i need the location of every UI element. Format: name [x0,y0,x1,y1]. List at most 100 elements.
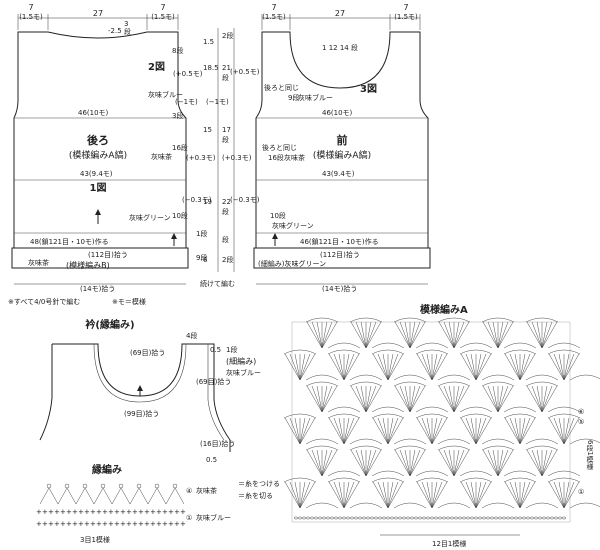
stitch-mark [509,481,521,509]
sc-stitch: + [78,508,84,516]
stitch-mark [475,417,487,445]
chain-loop [459,406,493,413]
svg-text:16段: 16段 [172,143,188,152]
front-piece: 7 (1.5モ) 27 7 (1.5モ) 1 12 14 段 3図 後ろと同じ … [253,3,431,293]
stitch-arc [283,477,317,483]
sc-stitch: + [114,508,120,516]
stitch-mark [541,385,548,413]
svg-text:6段1模様: 6段1模様 [586,440,594,470]
chain-stitch [329,516,335,520]
chain-loop [415,406,449,413]
stitch-mark [431,417,443,445]
stitch-mark [509,417,521,445]
stitch-mark [377,353,389,381]
svg-text:(112目)拾う: (112目)拾う [320,250,360,259]
chain-stitch [425,516,431,520]
sc-stitch: + [54,520,60,528]
stitch-mark [553,481,565,509]
svg-text:3目1模様: 3目1模様 [80,535,110,544]
stitch-mark [448,449,455,477]
stitch-mark [311,449,323,477]
stitch-mark [460,353,477,381]
stitch-mark [526,321,543,349]
chain-loop [437,374,471,381]
svg-text:10段: 10段 [270,211,286,220]
chain-stitch [309,516,315,520]
sc-stitch: + [54,508,60,516]
collar-edge-color: 灰味ブルー [226,368,261,377]
stitch-mark [333,353,345,381]
chain-stitch [477,516,483,520]
chain-loop [371,342,405,349]
chain-loop [547,406,581,413]
stitch-mark [431,481,448,509]
sc-stitch: + [36,508,42,516]
stitch-mark [519,353,536,381]
stitch-mark [448,321,455,349]
back-top-mid: 27 [93,9,103,18]
stitch-mark [333,417,345,445]
chain-stitch [457,516,463,520]
stitch-mark [387,353,404,381]
stitch-mark [519,481,531,509]
back-top-left: 7 [28,3,33,12]
stitch-mark [492,321,499,349]
stitch-mark [438,321,455,349]
stitch-mark [372,481,389,509]
back-title: 後ろ [87,133,109,147]
stitch-arc [437,317,471,323]
stitch-mark [519,417,526,445]
picot-mark [147,487,167,505]
stitch-mark [453,385,460,413]
stitch-mark [377,417,389,445]
stitch-mark [514,353,521,381]
stitch-mark [343,353,360,381]
stitch-mark [548,353,565,381]
chain-loop [305,502,339,509]
stitch-arc [305,381,339,387]
svg-text:灰味ブルー: 灰味ブルー [196,513,231,522]
svg-text:21: 21 [222,64,231,72]
picot-loop [46,483,52,489]
stitch-mark [475,353,482,381]
sc-stitch: + [84,508,90,516]
stitch-mark [299,417,311,445]
chain-stitch [381,516,387,520]
svg-text:①: ① [578,488,584,496]
stitch-mark [299,417,316,445]
svg-text:6: 6 [203,256,208,264]
stitch-mark [365,449,372,477]
sc-stitch: + [60,508,66,516]
stitch-mark [409,449,426,477]
stitch-mark [299,481,306,509]
stitch-mark [487,449,499,477]
stitch-arc [371,349,405,355]
stitch-mark [438,385,455,413]
sc-stitch: + [90,508,96,516]
stitch-mark [294,417,301,445]
svg-text:後ろと同じ: 後ろと同じ [262,143,297,152]
chain-loop [371,406,405,413]
chain-stitch [561,516,567,520]
stitch-mark [382,481,389,509]
stitch-arc [349,445,383,451]
svg-text:(16目)拾う: (16目)拾う [200,439,235,448]
chain-loop [327,406,361,413]
chain-stitch [513,516,519,520]
sc-stitch: + [174,508,180,516]
stitch-mark [409,321,426,349]
stitch-mark [497,321,504,349]
stitch-arc [305,445,339,451]
stitch-arc [503,413,537,419]
stitch-arc [283,413,317,419]
stitch-mark [421,353,433,381]
center-dimensions: 1.5 2段 18.5 21 段 (+0.5モ) (−1モ) 15 17 段 (… [200,28,260,288]
front-cast-on: 46(鎖121目・10モ)作る [300,237,379,246]
chain-stitch [353,516,359,520]
stitch-mark [387,353,394,381]
picot-loop [82,483,88,489]
stitch-mark [460,417,477,445]
stitch-mark [492,385,499,413]
svg-text:後ろと同じ: 後ろと同じ [264,83,299,92]
stitch-arc [437,381,471,387]
